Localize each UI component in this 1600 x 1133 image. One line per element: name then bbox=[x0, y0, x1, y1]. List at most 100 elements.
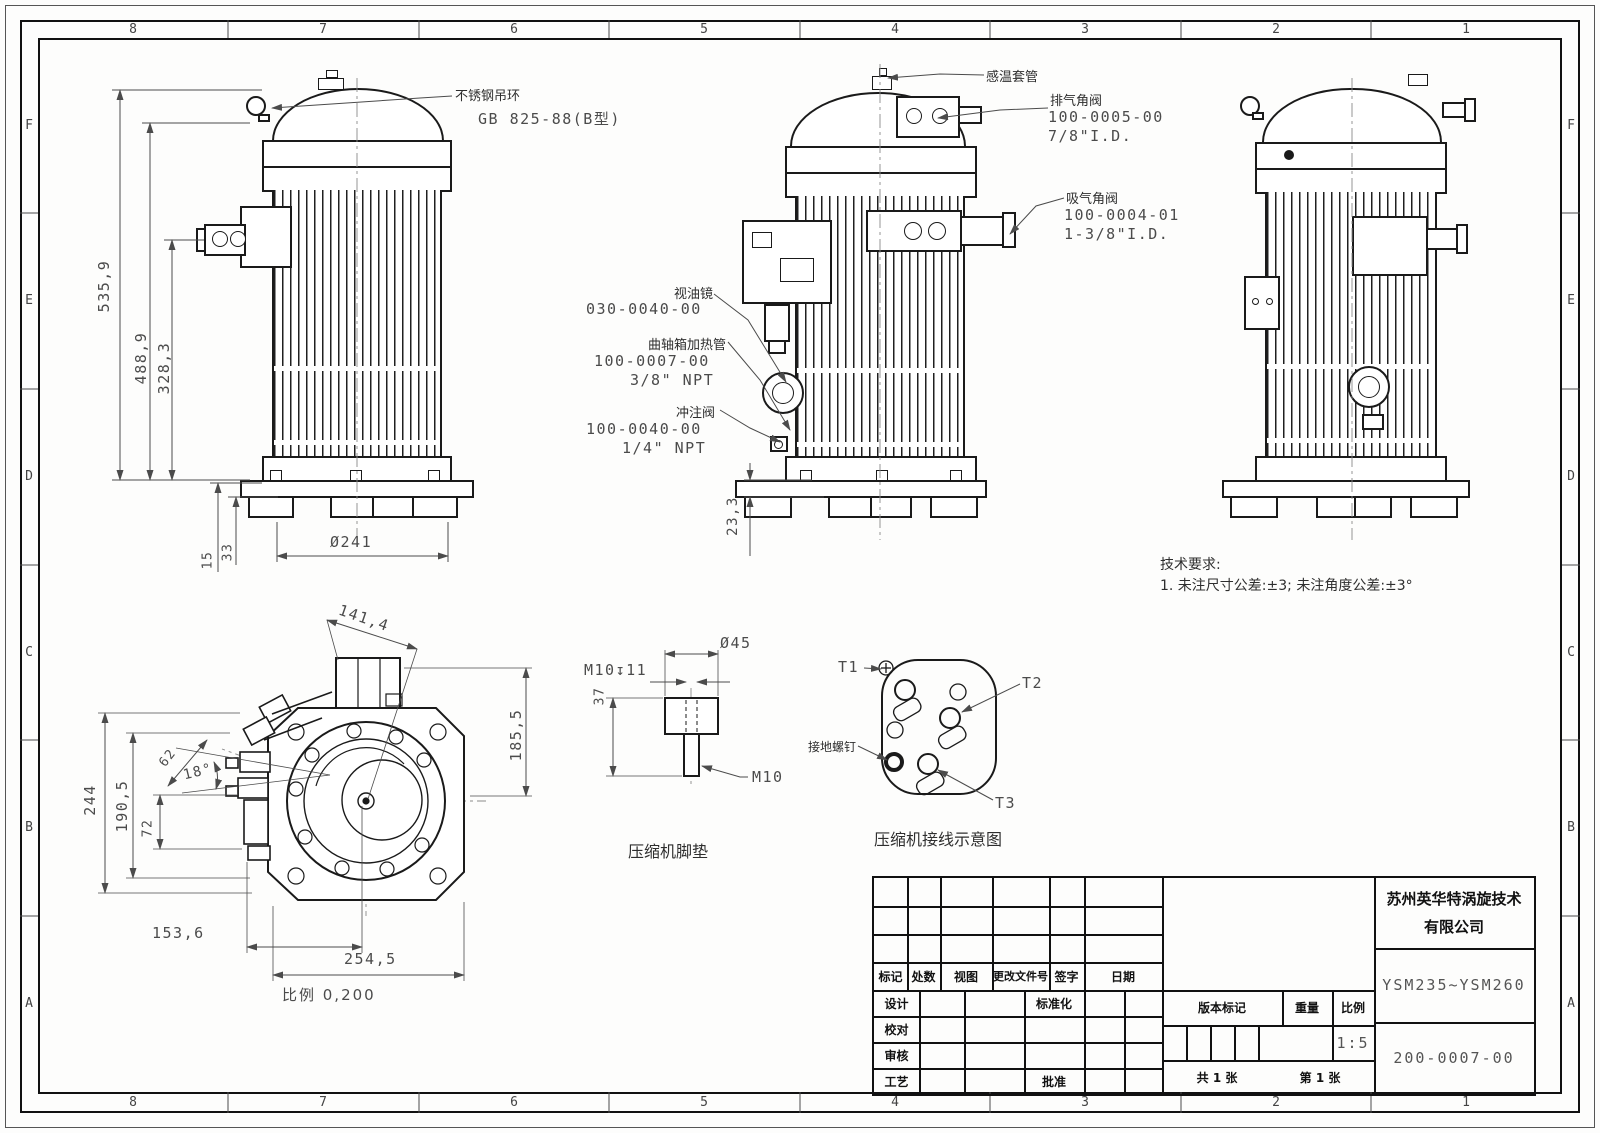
foot bbox=[1230, 496, 1278, 518]
callout-lifting-ring: 不锈钢吊环 bbox=[455, 89, 521, 104]
dim-190-5: 190,5 bbox=[113, 779, 131, 833]
label-ground-screw: 接地螺钉 bbox=[808, 740, 857, 754]
junction-box bbox=[1352, 216, 1428, 276]
charge-part-no: 100-0040-00 bbox=[586, 420, 702, 438]
callout-lifting-ring-spec: GB 825-88(B型) bbox=[478, 110, 621, 128]
grid-col-bot-5: 5 bbox=[700, 1094, 708, 1110]
dim-base-diameter: Ø241 bbox=[330, 533, 373, 551]
label-t1: T1 bbox=[838, 658, 860, 676]
sheet-total: 共 1 张 bbox=[1196, 1070, 1238, 1085]
tech-req-title: 技术要求: bbox=[1160, 557, 1221, 573]
suction-part-no: 100-0004-01 bbox=[1064, 206, 1180, 224]
grid-row-left-C: C bbox=[25, 645, 33, 660]
dim-15: 15 bbox=[200, 550, 216, 570]
label-standardization: 标准化 bbox=[1035, 996, 1072, 1011]
foot-pad-caption: 压缩机脚垫 bbox=[628, 842, 709, 861]
terminal-caption: 压缩机接线示意图 bbox=[874, 830, 1003, 849]
title-block: 标记 处数 视图 更改文件号 签字 日期 设计 校对 审核 工艺 标准化 批准 … bbox=[872, 876, 1536, 1096]
grid-col-bot-1: 1 bbox=[1462, 1094, 1470, 1110]
sensor-well bbox=[872, 76, 892, 90]
discharge-part-no: 100-0005-00 bbox=[1048, 108, 1164, 126]
heater-size: 3/8" NPT bbox=[630, 371, 715, 389]
foot bbox=[930, 496, 978, 518]
company-name-line1: 苏州英华特涡旋技术 bbox=[1386, 889, 1522, 908]
grid-row-right-F: F bbox=[1567, 118, 1575, 133]
foot bbox=[1316, 496, 1392, 518]
suction-size: 1-3/8"I.D. bbox=[1064, 225, 1170, 243]
dim-thread-m10: M10↧11 bbox=[584, 661, 648, 679]
foot bbox=[828, 496, 912, 518]
grid-col-top-8: 8 bbox=[129, 21, 137, 37]
suction-valve-body bbox=[240, 206, 292, 268]
grid-col-bot-7: 7 bbox=[319, 1094, 327, 1110]
grid-row-left-D: D bbox=[25, 469, 33, 484]
foot bbox=[330, 496, 414, 518]
rev-header-docno: 更改文件号 bbox=[993, 970, 1048, 983]
dim-488-9: 488,9 bbox=[132, 331, 150, 385]
dim-244: 244 bbox=[81, 784, 99, 816]
sign-process: 工艺 bbox=[884, 1074, 909, 1089]
grid-col-top-7: 7 bbox=[319, 21, 327, 37]
callout-crankcase-heater: 曲轴箱加热管 bbox=[648, 338, 727, 353]
grid-row-right-E: E bbox=[1567, 293, 1575, 308]
dim-153-6: 153,6 bbox=[152, 924, 205, 942]
foot bbox=[744, 496, 792, 518]
sign-design: 设计 bbox=[884, 996, 909, 1011]
dim-72: 72 bbox=[140, 818, 156, 838]
dim-535-9: 535,9 bbox=[95, 259, 113, 313]
foot bbox=[412, 496, 458, 518]
company-name-line2: 有限公司 bbox=[1423, 917, 1484, 936]
callout-discharge-valve: 排气角阀 bbox=[1050, 94, 1103, 109]
dim-dia-45: Ø45 bbox=[720, 634, 752, 652]
rev-header-count: 处数 bbox=[911, 969, 936, 984]
grid-row-right-C: C bbox=[1567, 645, 1575, 660]
rev-header-view: 视图 bbox=[953, 969, 978, 984]
grid-row-left-A: A bbox=[25, 996, 33, 1011]
top-flange bbox=[262, 140, 452, 168]
foot bbox=[1410, 496, 1458, 518]
sight-glass-part-no: 030-0040-00 bbox=[586, 300, 702, 318]
lifting-ring bbox=[246, 96, 266, 116]
ribbed-shell bbox=[272, 190, 442, 456]
header-scale: 比例 bbox=[1340, 1001, 1365, 1015]
scale-value: 1:5 bbox=[1336, 1033, 1370, 1052]
sheet-number: 第 1 张 bbox=[1299, 1070, 1341, 1085]
dim-328-3: 328,3 bbox=[155, 341, 173, 395]
grid-col-bot-3: 3 bbox=[1081, 1094, 1089, 1110]
grid-col-top-5: 5 bbox=[700, 21, 708, 37]
tech-req-item: 1. 未注尺寸公差:±3; 未注角度公差:±3° bbox=[1160, 578, 1413, 594]
grid-row-left-E: E bbox=[25, 293, 33, 308]
dim-185-5: 185,5 bbox=[507, 708, 525, 762]
grid-row-left-B: B bbox=[25, 820, 33, 835]
grid-row-left-F: F bbox=[25, 118, 33, 133]
callout-charge-valve: 冲注阀 bbox=[676, 406, 716, 421]
grid-col-top-1: 1 bbox=[1462, 21, 1470, 37]
label-approval: 批准 bbox=[1041, 1074, 1066, 1089]
dim-254-5: 254,5 bbox=[344, 950, 397, 968]
discharge-size: 7/8"I.D. bbox=[1048, 127, 1133, 145]
dim-33: 33 bbox=[220, 542, 236, 562]
grid-col-bot-4: 4 bbox=[891, 1094, 899, 1110]
label-t2: T2 bbox=[1022, 674, 1044, 692]
grid-col-top-6: 6 bbox=[510, 21, 518, 37]
drawing-number: 200-0007-00 bbox=[1393, 1049, 1515, 1067]
sign-check: 校对 bbox=[884, 1022, 909, 1037]
label-t3: T3 bbox=[995, 794, 1017, 812]
heater-part-no: 100-0007-00 bbox=[594, 352, 710, 370]
grid-row-right-D: D bbox=[1567, 469, 1575, 484]
foot bbox=[248, 496, 294, 518]
callout-sensor-sleeve: 感温套管 bbox=[986, 70, 1039, 85]
grid-row-right-A: A bbox=[1567, 996, 1575, 1011]
header-version-mark: 版本标记 bbox=[1197, 1001, 1246, 1015]
rev-header-mark: 标记 bbox=[878, 969, 903, 984]
top-view-scale-note: 比例 0,200 bbox=[282, 986, 376, 1004]
cable-gland bbox=[764, 304, 790, 342]
grid-row-right-B: B bbox=[1567, 820, 1575, 835]
grid-col-top-2: 2 bbox=[1272, 21, 1280, 37]
model-range: YSM235~YSM260 bbox=[1382, 976, 1526, 994]
mount-plate bbox=[1244, 276, 1280, 330]
grid-col-bot-8: 8 bbox=[129, 1094, 137, 1110]
grid-col-bot-6: 6 bbox=[510, 1094, 518, 1110]
rev-header-sign: 签字 bbox=[1054, 969, 1079, 984]
